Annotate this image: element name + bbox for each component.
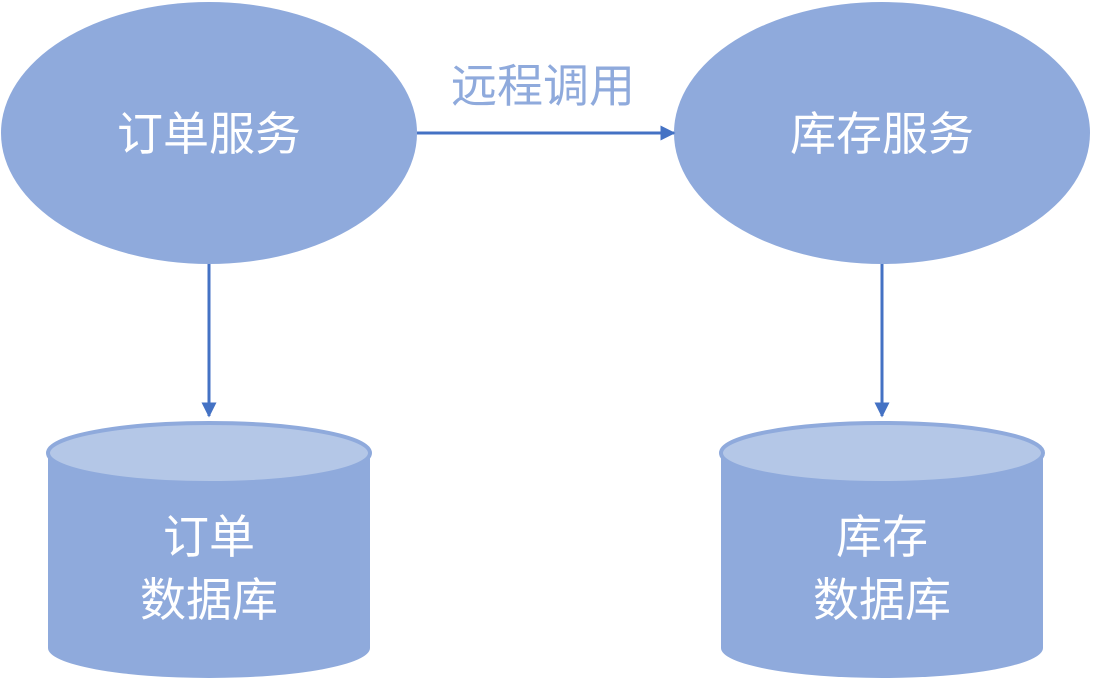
order-service-node: 订单服务 bbox=[1, 2, 417, 264]
order-database-cylinder: 订单 数据库 bbox=[46, 421, 372, 678]
inventory-db-top bbox=[719, 421, 1045, 485]
inventory-db-label-line1: 库存 bbox=[836, 510, 928, 564]
inventory-db-body bbox=[721, 453, 1043, 678]
inventory-service-ellipse bbox=[674, 2, 1090, 264]
inventory-service-node: 库存服务 bbox=[674, 2, 1090, 264]
remote-call-label: 远程调用 bbox=[451, 59, 635, 113]
order-service-ellipse bbox=[1, 2, 417, 264]
order-db-top bbox=[46, 421, 372, 485]
inventory-db-label-line2: 数据库 bbox=[813, 573, 951, 627]
remote-call-edge: 远程调用 bbox=[417, 59, 676, 141]
order-db-body bbox=[48, 453, 370, 678]
order-service-label: 订单服务 bbox=[117, 107, 301, 161]
inventory-service-label: 库存服务 bbox=[790, 107, 974, 161]
inventory-database-cylinder: 库存 数据库 bbox=[719, 421, 1045, 678]
order-db-label-line1: 订单 bbox=[163, 510, 255, 564]
order-db-label-line2: 数据库 bbox=[140, 573, 278, 627]
